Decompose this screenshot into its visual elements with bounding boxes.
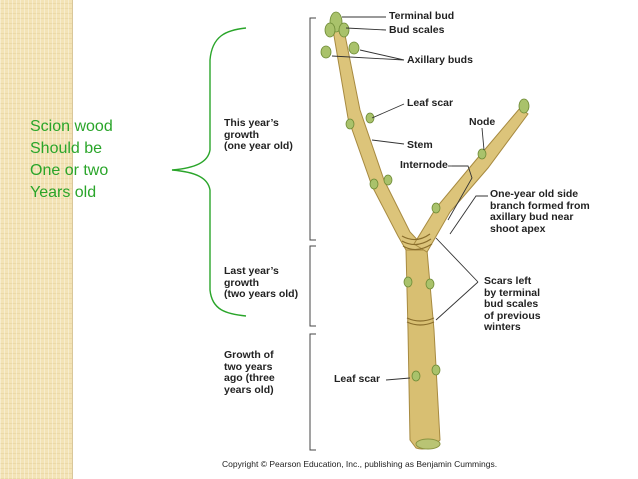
scar-rings xyxy=(401,233,435,326)
axillary-buds-label: Axillary buds xyxy=(407,54,473,66)
scion-note-line-4: Years old xyxy=(30,184,97,201)
side-branch-label: One-year old side branch formed from axi… xyxy=(490,188,590,235)
growth-brackets xyxy=(309,17,316,451)
scion-note-line-2: Should be xyxy=(30,140,103,157)
bracket-last-year xyxy=(309,245,316,327)
scars-label: Scars left by terminal bud scales of pre… xyxy=(484,275,541,333)
leaf-scar-bottom-label: Leaf scar xyxy=(334,373,381,385)
stem-label: Stem xyxy=(407,139,433,151)
leaf-scar-top-label: Leaf scar xyxy=(407,97,454,109)
this-year-growth-label: This year’s growth (one year old) xyxy=(224,117,293,152)
buds xyxy=(320,11,530,382)
last-year-growth-label: Last year’s growth (two years old) xyxy=(224,265,299,300)
internode-label: Internode xyxy=(400,159,448,171)
bud-scales-label: Bud scales xyxy=(389,24,445,36)
green-curly-bracket xyxy=(171,27,247,317)
terminal-bud-label: Terminal bud xyxy=(389,10,455,22)
node-label: Node xyxy=(469,116,496,128)
scion-note-line-3: One or two xyxy=(30,162,109,179)
scion-note-line-1: Scion wood xyxy=(30,118,113,135)
leader-lines xyxy=(331,16,488,381)
decorative-side-strip xyxy=(0,0,72,479)
bracket-this-year xyxy=(309,17,316,241)
scion-wood-note: Scion wood Should be One or two Years ol… xyxy=(30,116,180,204)
copyright-notice: Copyright © Pearson Education, Inc., pub… xyxy=(222,459,498,469)
two-years-ago-growth-label: Growth of two years ago (three years old… xyxy=(224,349,275,396)
side-strip-border xyxy=(72,0,73,479)
bracket-two-years-ago xyxy=(309,333,316,451)
